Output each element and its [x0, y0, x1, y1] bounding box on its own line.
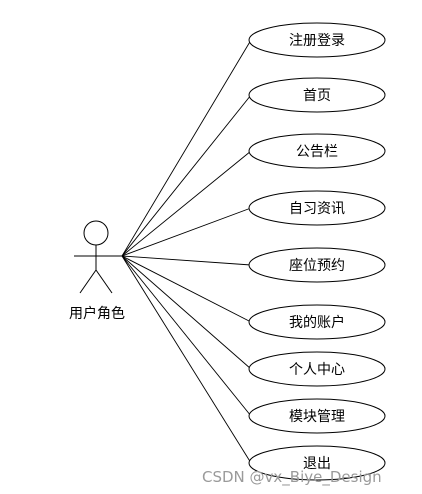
use-case-ellipse: [248, 133, 386, 169]
association-line: [121, 255, 252, 417]
association-line: [121, 255, 252, 266]
use-case-ellipse: [248, 22, 386, 58]
use-case-7: 个人中心: [248, 351, 386, 387]
use-case-label: 公告栏: [296, 144, 338, 160]
actor-right-leg: [95, 269, 113, 294]
use-case-ellipse: [248, 398, 386, 434]
association-line: [121, 150, 252, 257]
use-case-label: 模块管理: [289, 409, 345, 425]
use-case-9: 退出: [248, 445, 386, 481]
actor-head: [83, 220, 109, 246]
use-case-8: 模块管理: [248, 398, 386, 434]
use-case-label: 我的账户: [289, 314, 345, 331]
use-case-3: 公告栏: [248, 133, 386, 169]
association-lines: [121, 39, 252, 464]
association-line: [121, 39, 252, 257]
use-case-label: 注册登录: [289, 33, 345, 49]
use-case-label: 首页: [303, 88, 331, 104]
association-line: [121, 255, 252, 464]
actor-user-role: 用户角色: [69, 220, 125, 322]
use-case-label: 个人中心: [289, 362, 345, 378]
use-case-5: 座位预约: [248, 247, 386, 283]
use-case-label: 座位预约: [289, 258, 345, 274]
association-line: [121, 207, 252, 257]
use-case-ellipse: [248, 77, 386, 113]
use-case-ellipse: [248, 351, 386, 387]
association-line: [121, 255, 252, 323]
use-case-ellipse: [248, 247, 386, 283]
use-case-ellipse: [248, 445, 386, 481]
use-case-label: 自习资讯: [289, 201, 345, 217]
watermark: CSDN @vx_Biye_Design: [202, 468, 382, 487]
use-case-ellipse: [248, 304, 386, 340]
use-case-1: 注册登录: [248, 22, 386, 58]
association-line: [121, 94, 252, 257]
use-case-6: 我的账户: [248, 304, 386, 340]
use-case-4: 自习资讯: [248, 190, 386, 226]
actor-left-leg: [79, 269, 97, 294]
use-case-2: 首页: [248, 77, 386, 113]
actor-label: 用户角色: [69, 305, 125, 322]
association-line: [121, 255, 252, 370]
use-case-label: 退出: [303, 456, 331, 472]
use-case-ellipse: [248, 190, 386, 226]
